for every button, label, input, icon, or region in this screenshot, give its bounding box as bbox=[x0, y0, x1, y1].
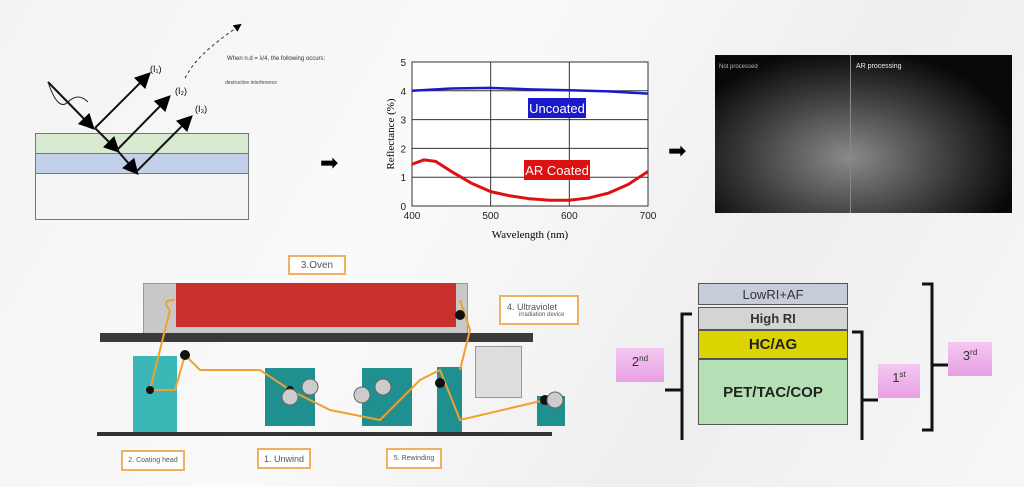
coating-head-label: 2. Coating head bbox=[121, 450, 185, 471]
ar-processing-label: AR processing bbox=[856, 63, 902, 70]
series-label-box bbox=[528, 98, 586, 118]
brackets bbox=[665, 282, 948, 440]
series-line-uncoated bbox=[411, 86, 649, 95]
y-tick-label: 0 bbox=[400, 202, 406, 213]
arrow-right-icon: ➡ bbox=[668, 138, 687, 163]
y-tick-label: 3 bbox=[400, 116, 406, 127]
x-axis-label: Wavelength (nm) bbox=[492, 229, 569, 241]
y-tick-label: 5 bbox=[400, 58, 406, 69]
comparison-photo: Not processed AR processing bbox=[715, 55, 1012, 213]
arrow-right-icon: ➡ bbox=[320, 150, 339, 175]
layer-substrate: PET/TAC/COP bbox=[698, 359, 848, 425]
x-tick-label: 500 bbox=[482, 211, 499, 222]
order-num: 1 bbox=[892, 370, 900, 385]
layer-high-ri: High RI bbox=[698, 307, 848, 330]
y-tick-label: 1 bbox=[400, 173, 406, 184]
oven-label: 3.Oven bbox=[288, 255, 346, 275]
photo-divider bbox=[850, 55, 851, 213]
x-tick-label: 600 bbox=[561, 211, 578, 222]
not-processed-label: Not processed bbox=[719, 64, 758, 70]
unwind-label: 1. Unwind bbox=[257, 448, 311, 469]
rewinding-label: 5. Rewinding bbox=[386, 448, 442, 469]
ray-label-1: (I₁) bbox=[150, 64, 162, 74]
condition-text: When n.d = λ/4, the following occurs: bbox=[227, 56, 326, 62]
order-suffix: rd bbox=[970, 348, 978, 357]
uv-device bbox=[475, 346, 522, 398]
result-text: destructive interference bbox=[225, 80, 277, 86]
order-suffix: nd bbox=[639, 354, 649, 363]
y-axis-label: Reflectance (%) bbox=[385, 98, 397, 169]
y-tick-label: 4 bbox=[400, 87, 406, 98]
uv-label-line1: 4. Ultraviolet bbox=[507, 302, 558, 312]
order-num: 3 bbox=[962, 348, 971, 363]
series-label-box bbox=[524, 160, 590, 180]
machine-frame bbox=[100, 333, 533, 342]
series-label: AR Coated bbox=[525, 163, 589, 178]
web-path bbox=[146, 299, 564, 422]
ray-arrows bbox=[47, 23, 242, 176]
x-tick-label: 400 bbox=[404, 211, 421, 222]
substrate-layer bbox=[35, 173, 249, 220]
uv-label-line2: irradiation device bbox=[519, 312, 565, 318]
order-suffix: st bbox=[899, 370, 906, 379]
ray-label-2: (I₂) bbox=[175, 86, 187, 96]
layer-hc-ag: HC/AG bbox=[698, 330, 848, 359]
order-num: 2 bbox=[631, 354, 640, 369]
series-label: Uncoated bbox=[529, 101, 585, 116]
x-tick-label: 700 bbox=[640, 211, 657, 222]
layer-lowri-af: LowRI+AF bbox=[698, 283, 848, 305]
y-tick-label: 2 bbox=[400, 144, 406, 155]
oven bbox=[176, 283, 456, 327]
series-line-ar-coated bbox=[411, 158, 649, 202]
ray-label-3: (I₃) bbox=[195, 104, 208, 114]
